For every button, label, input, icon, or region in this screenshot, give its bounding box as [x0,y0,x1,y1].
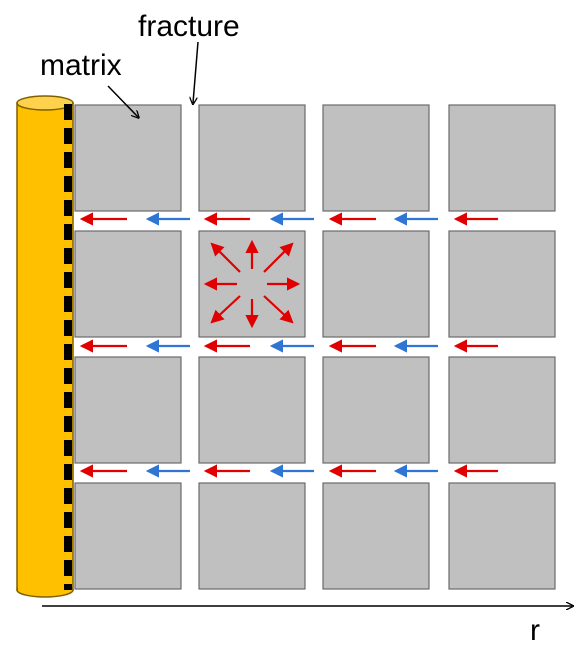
matrix-block-r4-c3 [322,482,430,590]
matrix-blocks [74,104,556,590]
matrix-block-r4-c2 [198,482,306,590]
matrix-block-r4-c4 [448,482,556,590]
r-axis-label: r [530,614,540,647]
matrix-block-r3-c1 [74,356,182,464]
matrix-pointer-arrow [107,85,138,117]
fracture-label: fracture [138,10,240,43]
wellbore [16,95,74,598]
matrix-label: matrix [40,49,122,82]
fracture-pointer-arrow [193,41,199,103]
wellbore-bottom-cover [18,580,72,590]
flow-arrows [79,212,498,478]
radial-outflow-arrow-7 [210,295,241,324]
matrix-block-r2-c3 [322,230,430,338]
matrix-block-r2-c1 [74,230,182,338]
radial-outflow-arrow-8 [263,295,294,324]
matrix-block-r4-c1 [74,482,182,590]
radial-outflow-arrow-5 [210,242,241,273]
matrix-block-r1-c2 [198,104,306,212]
matrix-block-r1-c1 [74,104,182,212]
matrix-block-r3-c4 [448,356,556,464]
matrix-block-r3-c3 [322,356,430,464]
wellbore-top-cap [16,95,74,111]
wellbore-body [16,102,74,591]
matrix-block-r1-c3 [322,104,430,212]
radial-outflow-arrow-6 [263,242,294,273]
matrix-block-r1-c4 [448,104,556,212]
matrix-block-r2-c4 [448,230,556,338]
matrix-block-r3-c2 [198,356,306,464]
